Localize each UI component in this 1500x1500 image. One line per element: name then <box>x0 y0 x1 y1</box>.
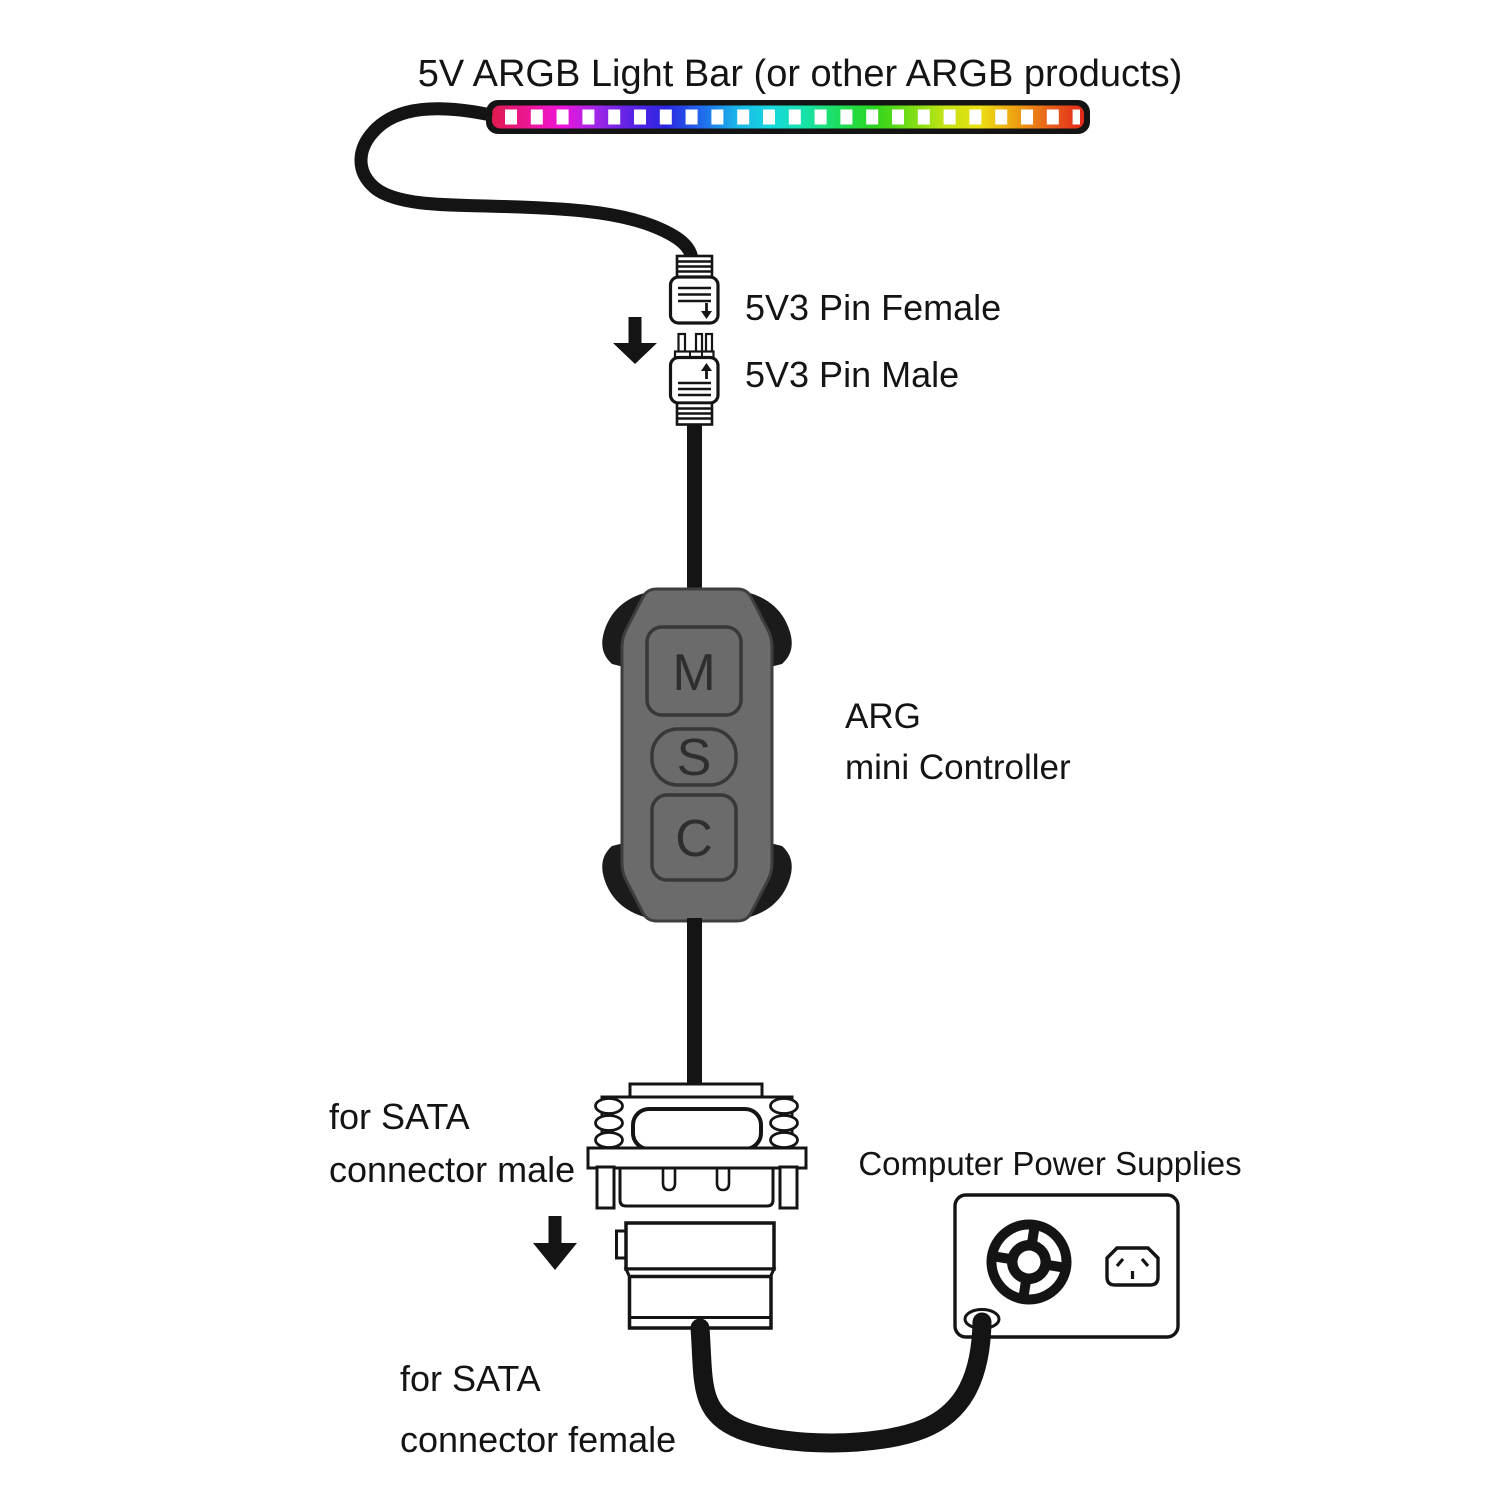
down-arrow-icon <box>533 1216 577 1270</box>
controller-label-line2: mini Controller <box>845 748 1071 787</box>
power-inlet-icon <box>1105 1246 1160 1287</box>
sata-female-connector-icon <box>615 1221 777 1330</box>
color-button-label: C <box>675 810 713 868</box>
sata-female-label-line2: connector female <box>400 1419 676 1460</box>
sata-male-connector-icon <box>586 1082 808 1210</box>
speed-button-label: S <box>677 729 712 787</box>
mode-button <box>645 625 743 717</box>
sata-pin <box>661 1168 677 1192</box>
argb-light-bar-icon <box>486 100 1090 134</box>
controller-wing-top-right <box>742 592 792 670</box>
controller-wing-bottom-right <box>742 840 792 918</box>
controller-wing-top-left <box>602 592 652 670</box>
controller-wing-bottom-left <box>602 840 652 918</box>
sata-female-label-line1: for SATA <box>400 1358 541 1399</box>
strip-cable <box>354 102 699 267</box>
psu-power-cable <box>690 1312 992 1453</box>
argb-mini-controller-icon: M S C <box>602 587 792 923</box>
fan-icon <box>986 1219 1072 1305</box>
connector-3pin-female-icon <box>668 254 720 325</box>
speed-button <box>650 727 738 787</box>
pin-female-label: 5V3 Pin Female <box>745 287 1001 328</box>
diagram-title: 5V ARGB Light Bar (or other ARGB product… <box>418 53 1183 95</box>
down-arrow-icon <box>613 317 657 364</box>
color-button <box>650 793 738 882</box>
sata-male-label-line2: connector male <box>329 1149 575 1190</box>
sata-male-label-line1: for SATA <box>329 1096 470 1137</box>
pin-male-label: 5V3 Pin Male <box>745 354 959 395</box>
psu-label: Computer Power Supplies <box>858 1145 1241 1182</box>
insert-direction-down-icon <box>701 303 712 319</box>
insert-direction-up-icon <box>701 363 712 379</box>
mode-button-label: M <box>672 644 715 702</box>
connector-3pin-male-icon <box>668 332 720 426</box>
sata-pin <box>715 1168 731 1192</box>
controller-label-line1: ARG <box>845 697 921 736</box>
